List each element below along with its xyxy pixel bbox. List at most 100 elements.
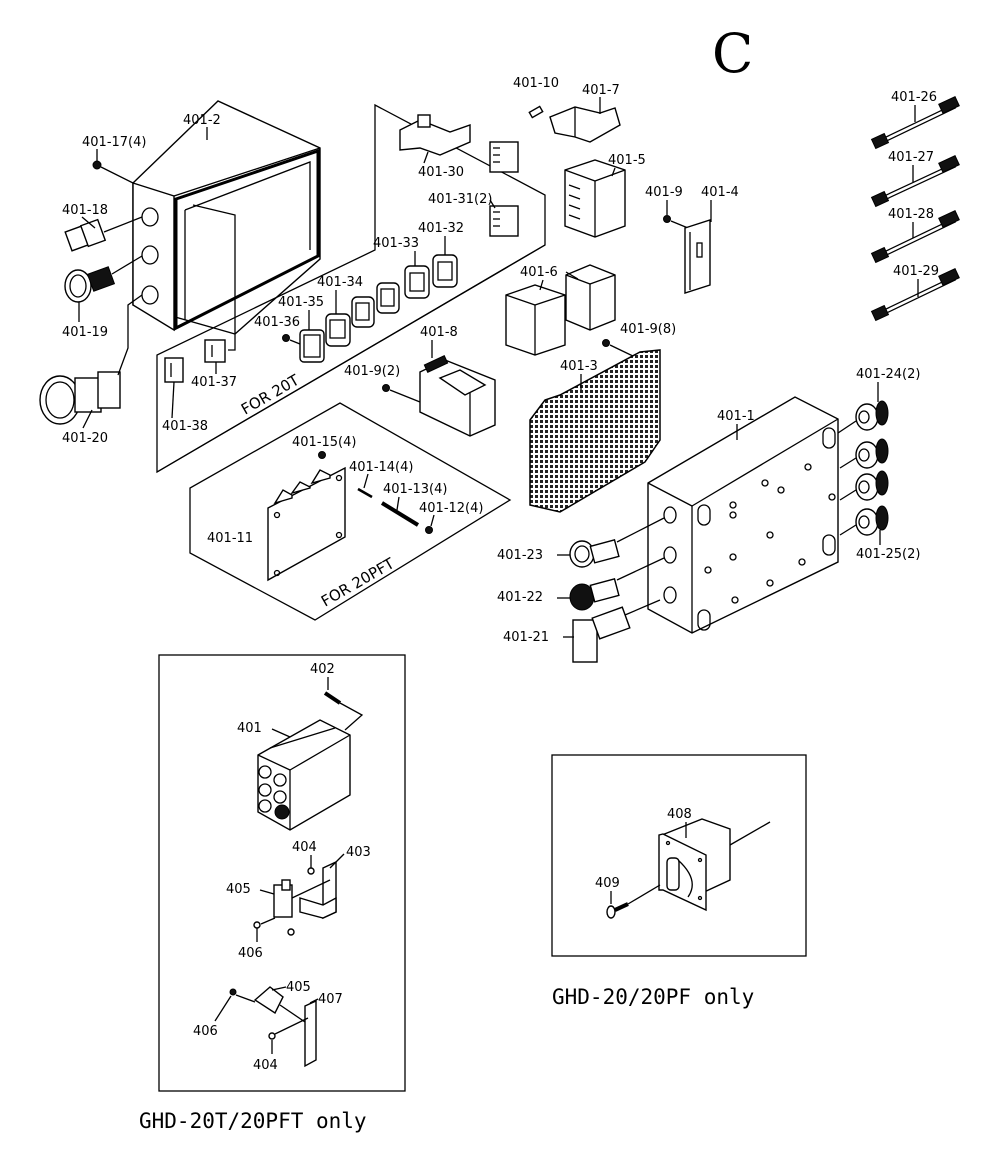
module-401-34 xyxy=(325,313,351,347)
label-401-26: 401-26 xyxy=(891,90,937,105)
screw-icon xyxy=(663,215,671,223)
label-401-38: 401-38 xyxy=(162,419,208,434)
label-401-18: 401-18 xyxy=(62,203,108,218)
label-407: 407 xyxy=(318,992,343,1007)
label-401-5: 401-5 xyxy=(608,153,646,168)
group-outline-for-20pft xyxy=(189,402,512,621)
label-401-13: 401-13(4) xyxy=(383,482,447,497)
label-401-12: 401-12(4) xyxy=(419,501,483,516)
module-unlabeled-a xyxy=(376,282,400,314)
contactor-401-6 xyxy=(505,264,616,356)
cable-gland-401-25 xyxy=(855,470,889,536)
cable-401-28 xyxy=(870,210,960,264)
screw-icon xyxy=(318,451,326,459)
label-401-10: 401-10 xyxy=(513,76,559,91)
label-401-21: 401-21 xyxy=(503,630,549,645)
section-letter: C xyxy=(712,22,753,85)
fuse-holder-401-7 xyxy=(549,106,621,143)
label-401-27: 401-27 xyxy=(888,150,934,165)
module-401-33 xyxy=(404,265,430,299)
screw-icon xyxy=(382,384,390,392)
pilot-light-401-23 xyxy=(569,517,665,568)
label-401-29: 401-29 xyxy=(893,264,939,279)
label-406-a: 406 xyxy=(238,946,263,961)
label-401-34: 401-34 xyxy=(317,275,363,290)
label-401-9-8: 401-9(8) xyxy=(620,322,676,337)
module-unlabeled-b xyxy=(351,296,375,328)
limit-switch-405-a xyxy=(273,879,331,936)
nut-icon xyxy=(425,526,433,534)
contactor-401-5 xyxy=(564,159,626,238)
label-401-6: 401-6 xyxy=(520,265,558,280)
pilot-light-401-22 xyxy=(569,557,665,611)
label-401-8: 401-8 xyxy=(420,325,458,340)
caption-ghd-20-20pf: GHD-20/20PF only xyxy=(552,985,754,1009)
selector-switch-401-18 xyxy=(64,216,143,252)
panel-ghd-20t-20pft xyxy=(158,654,406,1092)
screw-icon xyxy=(602,339,610,347)
bracket-403 xyxy=(299,860,337,920)
module-401-35 xyxy=(299,329,325,363)
label-401-14: 401-14(4) xyxy=(349,460,413,475)
label-401-36: 401-36 xyxy=(254,315,300,330)
cable-401-26 xyxy=(870,96,960,150)
label-401-37: 401-37 xyxy=(191,375,237,390)
label-401-28: 401-28 xyxy=(888,207,934,222)
caption-ghd-20t-20pft: GHD-20T/20PFT only xyxy=(139,1109,367,1133)
label-401-32: 401-32 xyxy=(418,221,464,236)
control-box-401 xyxy=(257,719,351,831)
mesh-panel-401-3 xyxy=(529,349,661,513)
label-405-a: 405 xyxy=(226,882,251,897)
panel-ghd-20-20pf xyxy=(551,754,807,957)
label-401-19: 401-19 xyxy=(62,325,108,340)
limit-switch-405-b xyxy=(253,986,306,1023)
label-401-9: 401-9 xyxy=(645,185,683,200)
pilot-light-401-19 xyxy=(64,255,143,303)
transformer-401-8 xyxy=(419,355,496,437)
enclosure-401-1 xyxy=(647,396,839,634)
label-401-9-2: 401-9(2) xyxy=(344,364,400,379)
box-cover-401-2 xyxy=(132,100,321,351)
plate-407 xyxy=(304,999,317,1068)
screw-icon xyxy=(282,334,290,342)
label-401-35: 401-35 xyxy=(278,295,324,310)
screw-icon xyxy=(229,988,237,996)
relay-401-31 xyxy=(489,141,519,237)
label-404-a: 404 xyxy=(292,840,317,855)
group-label-for-20t: FOR 20T xyxy=(238,371,303,419)
label-401: 401 xyxy=(237,721,262,736)
label-409: 409 xyxy=(595,876,620,891)
screw-402 xyxy=(323,691,364,731)
label-404-b: 404 xyxy=(253,1058,278,1073)
block-401-37 xyxy=(204,339,226,363)
block-401-38 xyxy=(164,357,184,383)
label-403: 403 xyxy=(346,845,371,860)
group-label-for-20pft: FOR 20PFT xyxy=(318,554,398,611)
label-401-23: 401-23 xyxy=(497,548,543,563)
label-401-2: 401-2 xyxy=(183,113,221,128)
label-401-17: 401-17(4) xyxy=(82,135,146,150)
label-401-31: 401-31(2) xyxy=(428,192,492,207)
cable-gland-401-24 xyxy=(855,400,889,469)
circuit-board-401-11 xyxy=(267,466,346,582)
emergency-stop-401-20 xyxy=(39,294,143,425)
label-401-7: 401-7 xyxy=(582,83,620,98)
label-401-1: 401-1 xyxy=(717,409,755,424)
label-401-11: 401-11 xyxy=(207,531,253,546)
label-401-24: 401-24(2) xyxy=(856,367,920,382)
label-401-30: 401-30 xyxy=(418,165,464,180)
label-406-b: 406 xyxy=(193,1024,218,1039)
label-405-b: 405 xyxy=(286,980,311,995)
label-401-3: 401-3 xyxy=(560,359,598,374)
relay-base-401-30 xyxy=(399,114,471,156)
screw-409 xyxy=(606,884,661,919)
label-401-22: 401-22 xyxy=(497,590,543,605)
screw-icon xyxy=(92,160,102,170)
label-401-4: 401-4 xyxy=(701,185,739,200)
din-rail-401-4 xyxy=(684,219,711,294)
label-401-15: 401-15(4) xyxy=(292,435,356,450)
label-401-20: 401-20 xyxy=(62,431,108,446)
spacer-401-13 xyxy=(380,501,420,527)
label-402: 402 xyxy=(310,662,335,677)
standoff-401-14 xyxy=(357,487,373,499)
